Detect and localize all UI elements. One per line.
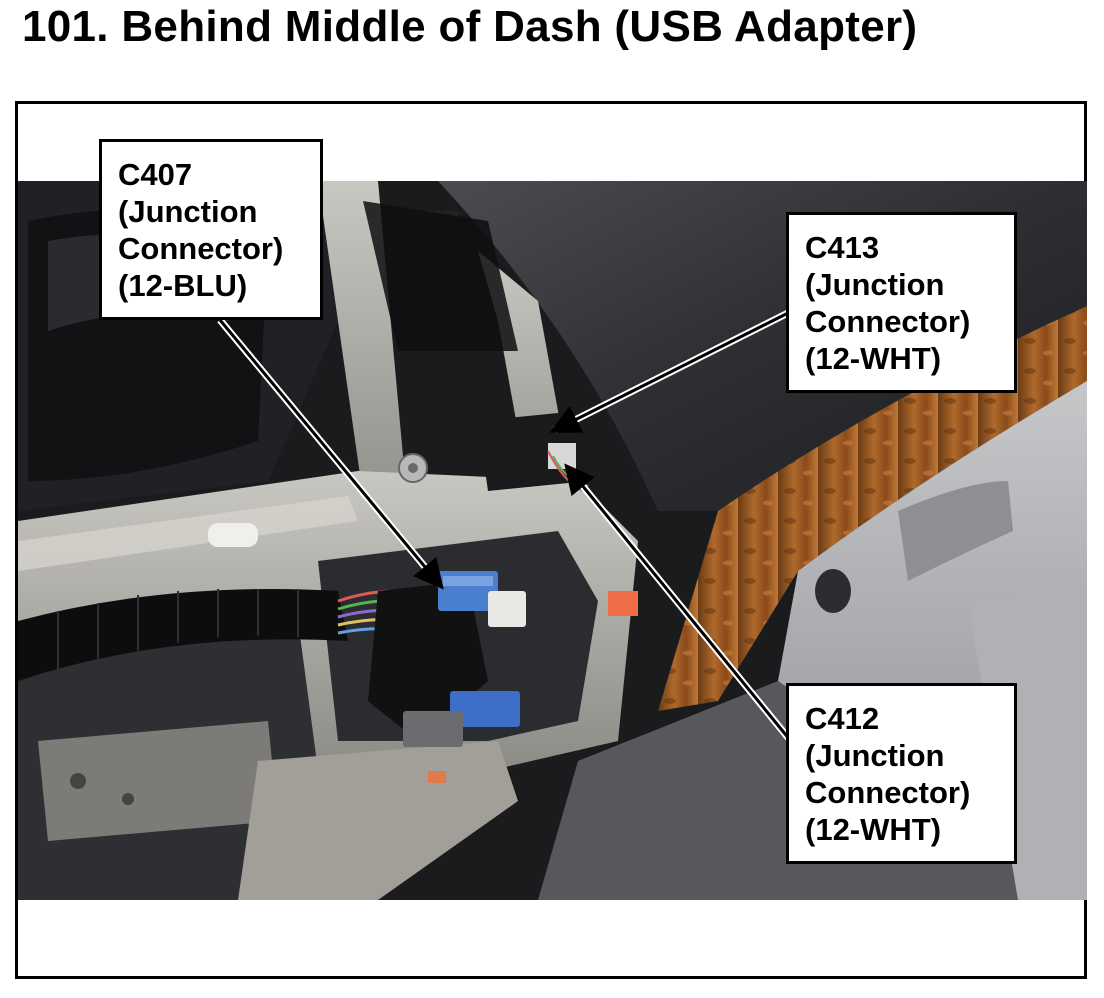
- callout-c407: C407 (Junction Connector) (12-BLU): [99, 139, 323, 320]
- callout-line: (Junction: [118, 194, 258, 229]
- callout-line: Connector): [118, 231, 284, 266]
- callout-line: C413: [805, 230, 880, 265]
- callout-line: (12-WHT): [805, 341, 942, 376]
- callout-line: C412: [805, 701, 880, 736]
- callout-c413: C413 (Junction Connector) (12-WHT): [786, 212, 1017, 393]
- callout-line: Connector): [805, 304, 971, 339]
- callout-line: Connector): [805, 775, 971, 810]
- page-title: 101. Behind Middle of Dash (USB Adapter): [22, 2, 918, 51]
- callout-line: (Junction: [805, 738, 945, 773]
- callout-line: (12-BLU): [118, 268, 248, 303]
- callout-c412: C412 (Junction Connector) (12-WHT): [786, 683, 1017, 864]
- callout-line: C407: [118, 157, 193, 192]
- callout-line: (Junction: [805, 267, 945, 302]
- callout-line: (12-WHT): [805, 812, 942, 847]
